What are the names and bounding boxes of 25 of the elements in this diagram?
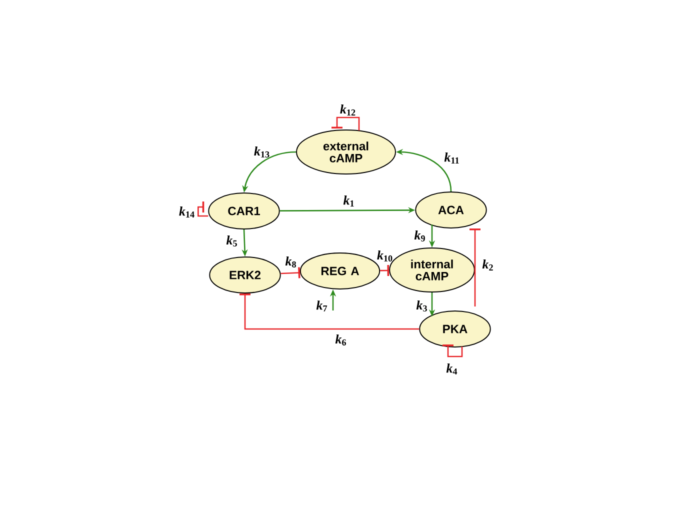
ellipse-node: ACA (415, 192, 487, 228)
ellipse-node: PKA (419, 310, 491, 348)
edge-label: k$_{5}$ (226, 236, 237, 246)
edge-label: k$_{9}$ (414, 230, 425, 242)
edge-label: k$_{1}$ (343, 196, 354, 206)
inhibition-arrow (442, 344, 463, 358)
edge-label: k$_{11}$ (444, 152, 459, 164)
edge-label: k$_{2}$ (482, 260, 493, 270)
edge-label: k$_{6}$ (335, 334, 346, 346)
edge-label: k$_{12}$ (340, 104, 356, 116)
ellipse-node: ERK2 (209, 256, 281, 294)
edge-label: k$_{3}$ (416, 300, 427, 312)
edge-label: k$_{7}$ (316, 300, 328, 312)
inhibition-arrow (198, 202, 208, 217)
edge-label: k$_{8}$ (285, 256, 296, 268)
inhibition-arrow (470, 228, 480, 306)
inhibition-arrow (280, 267, 300, 278)
ellipse-node: CAR1 (208, 192, 280, 230)
edge-label: k$_{13}$ (254, 146, 270, 158)
inhibition-arrow (332, 116, 360, 130)
inhibition-arrow (380, 264, 390, 276)
edge-label: k$_{4}$ (446, 364, 458, 374)
edge-label: k$_{14}$ (179, 206, 194, 218)
inhibition-arrow (240, 294, 420, 330)
ellipse-node: external cAMP (296, 130, 396, 174)
